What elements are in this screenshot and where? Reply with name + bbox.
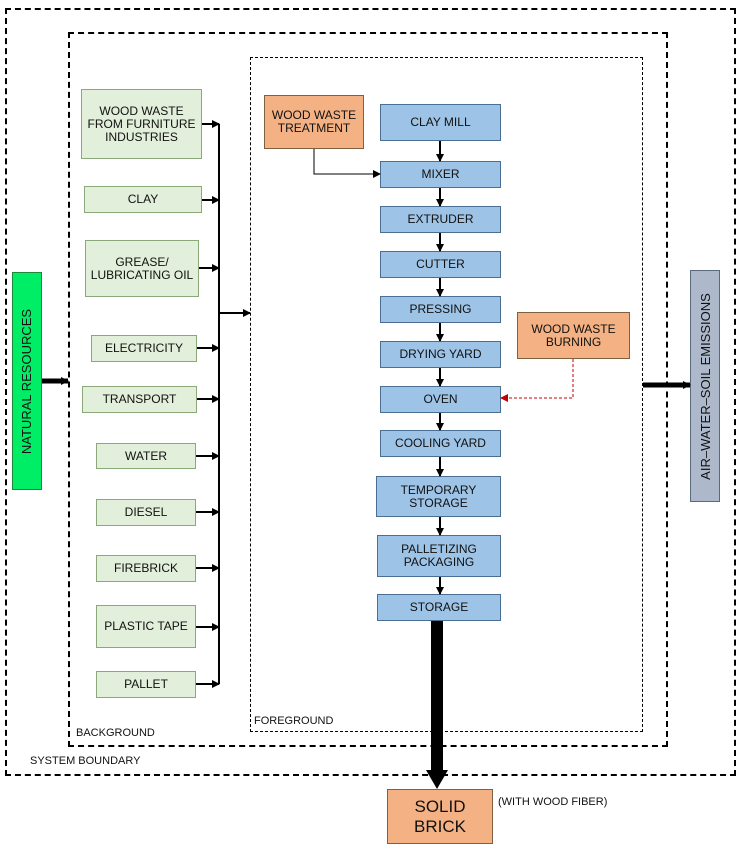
input-diesel: DIESEL xyxy=(96,499,196,526)
step-drying-yard: DRYING YARD xyxy=(380,341,501,368)
step-pressing: PRESSING xyxy=(380,296,501,323)
input-transport: TRANSPORT xyxy=(82,386,197,413)
step-cooling-yard: COOLING YARD xyxy=(380,430,501,457)
natural-resources-box: NATURAL RESOURCES xyxy=(12,272,42,490)
system-boundary-label: SYSTEM BOUNDARY xyxy=(30,755,141,767)
background-label: BACKGROUND xyxy=(76,727,155,739)
input-plastic-tape: PLASTIC TAPE xyxy=(96,605,196,648)
input-firebrick: FIREBRICK xyxy=(96,555,196,582)
treatment-to-mixer-arrow xyxy=(313,149,381,178)
wood-waste-burning: WOOD WASTE BURNING xyxy=(517,312,630,359)
system-boundary xyxy=(5,8,736,776)
input-wood-waste: WOOD WASTE FROM FURNITURE INDUSTRIES xyxy=(81,89,202,159)
output-arrow-shaft xyxy=(431,621,443,771)
input-grease: GREASE/ LUBRICATING OIL xyxy=(85,240,199,297)
step-mixer: MIXER xyxy=(380,161,501,188)
step-palletizing-packaging: PALLETIZING PACKAGING xyxy=(377,535,501,577)
output-arrow-head xyxy=(426,770,448,789)
input-electricity: ELECTRICITY xyxy=(91,335,197,362)
input-clay: CLAY xyxy=(84,186,202,213)
input-pallet: PALLET xyxy=(96,671,196,698)
wood-waste-treatment: WOOD WASTE TREATMENT xyxy=(264,95,364,149)
burning-to-oven-arrow xyxy=(500,359,574,402)
step-extruder: EXTRUDER xyxy=(380,206,501,233)
output-solid-brick: SOLID BRICK xyxy=(387,789,493,844)
output-note: (WITH WOOD FIBER) xyxy=(498,796,608,808)
input-water: WATER xyxy=(96,443,196,469)
step-clay-mill: CLAY MILL xyxy=(380,104,501,141)
step-temporary-storage: TEMPORARY STORAGE xyxy=(376,476,501,517)
foreground-label: FOREGROUND xyxy=(254,715,334,727)
foreground-boundary xyxy=(250,57,643,732)
background-boundary xyxy=(68,32,668,747)
